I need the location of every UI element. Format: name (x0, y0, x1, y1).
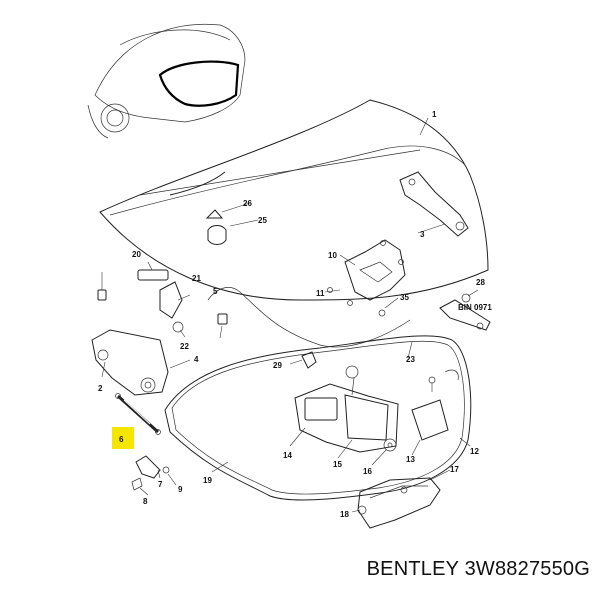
caption-part-number: 3W8827550G (464, 558, 590, 580)
callout-3: 3 (420, 230, 425, 239)
callout-19: 19 (203, 476, 212, 485)
bracket-28 (439, 293, 491, 331)
callout-2: 2 (98, 384, 103, 393)
callout-13: 13 (406, 455, 415, 464)
callout-bin-0971: BIN 0971 (458, 303, 492, 312)
caption-brand: BENTLEY (366, 558, 459, 580)
right-latch (411, 369, 459, 441)
callout-28: 28 (476, 278, 485, 287)
callout-10: 10 (328, 251, 337, 260)
callout-29: 29 (273, 361, 282, 370)
callout-14: 14 (283, 451, 292, 460)
callout-9: 9 (178, 485, 183, 494)
trunk-lid-panel (99, 99, 489, 301)
callout-15: 15 (333, 460, 342, 469)
callout-6: 6 (119, 435, 124, 444)
callout-16: 16 (363, 467, 372, 476)
release-cable (207, 287, 411, 348)
leader-lines (101, 117, 479, 513)
lower-bracket-parts (131, 455, 170, 491)
callout-17: 17 (450, 465, 459, 474)
callout-5: 5 (213, 287, 218, 296)
callout-1: 1 (432, 110, 437, 119)
callout-26: 26 (243, 199, 252, 208)
lock-actuator-17 (357, 477, 441, 529)
callout-21: 21 (192, 274, 201, 283)
part-caption: BENTLEY 3W8827550G (300, 558, 590, 581)
callout-11: 11 (316, 289, 325, 298)
callout-12: 12 (470, 447, 479, 456)
callout-7: 7 (158, 480, 163, 489)
hinge-right (399, 171, 469, 237)
part-6-highlight (112, 427, 134, 449)
callout-20: 20 (132, 250, 141, 259)
grommet-29 (301, 351, 317, 369)
latch-plate-and-lock (294, 365, 399, 453)
inset-trunk-highlight (158, 60, 240, 107)
handle-and-bracket-left (97, 269, 228, 333)
callout-8: 8 (143, 497, 148, 506)
callout-23: 23 (406, 355, 415, 364)
callout-4: 4 (194, 355, 199, 364)
gas-strut (115, 393, 161, 435)
callout-35: 35 (400, 293, 409, 302)
lock-mechanism-upper (327, 239, 406, 317)
weatherstrip-seal (164, 335, 472, 501)
callout-18: 18 (340, 510, 349, 519)
car-silhouette-inset (87, 23, 246, 139)
callout-22: 22 (180, 342, 189, 351)
callout-25: 25 (258, 216, 267, 225)
callout-labels: 1 26 25 3 10 20 21 11 35 28 BIN 0971 5 2… (98, 110, 492, 519)
hinge-left (91, 329, 169, 396)
clip-parts-26-25 (205, 209, 227, 245)
